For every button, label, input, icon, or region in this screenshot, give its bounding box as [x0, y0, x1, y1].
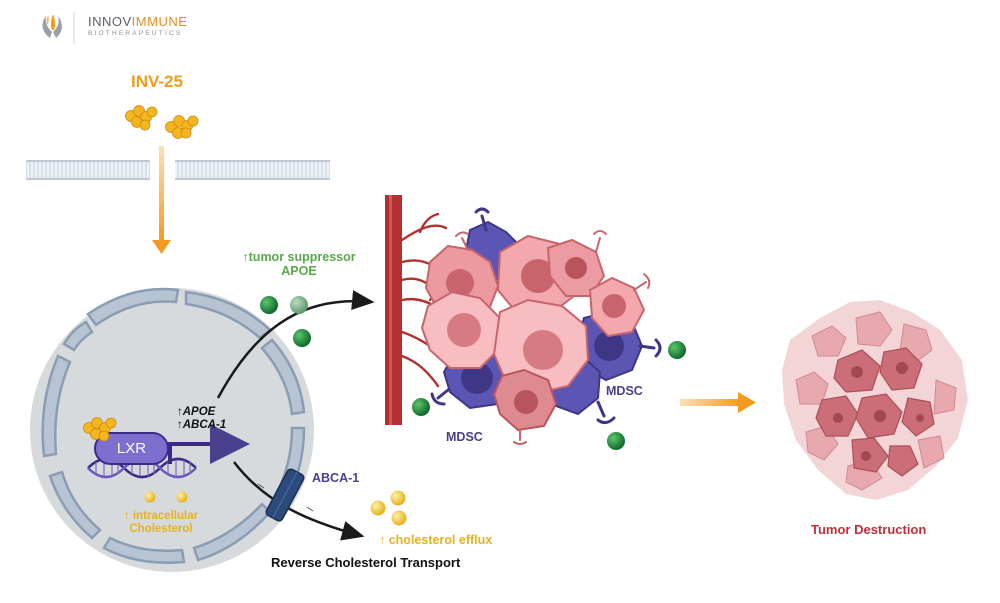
abca1-transporter: [257, 468, 314, 522]
apoe-sphere: [412, 398, 430, 416]
mdsc-label-right: MDSC: [606, 384, 643, 398]
drug-entry-arrow: [152, 146, 171, 254]
cholesterol-dot: [370, 500, 386, 516]
apoe-sphere: [260, 296, 278, 314]
flame-hands-icon: [42, 14, 62, 38]
gene-label-abca1: ↑ABCA-1: [177, 419, 227, 432]
destroyed-tumor: [782, 300, 968, 500]
apoe-sphere: [290, 296, 308, 314]
drug-cluster-2: [165, 115, 199, 139]
abca1-transporter-label: ABCA-1: [312, 471, 360, 485]
destruction-arrow: [680, 392, 756, 413]
cholesterol-dot: [176, 491, 188, 503]
tumor-suppressor-line2: APOE: [281, 264, 317, 279]
drug-label: INV-25: [131, 72, 183, 91]
logo-name-part1: INNOV: [88, 14, 132, 29]
company-logo-name: INNOVIMMUNE: [88, 14, 187, 29]
tumor-mass: [420, 207, 662, 445]
cholesterol-efflux-arrow: [233, 461, 365, 541]
apoe-secretion-arrow: [216, 290, 375, 399]
lxr-label: LXR: [116, 440, 147, 457]
mdsc-label-left: MDSC: [446, 430, 483, 444]
tumor-suppressor-line1: ↑tumor suppressor: [242, 250, 356, 264]
tumor-suppressor-label: ↑tumor suppressor APOE: [226, 250, 372, 279]
gene-label-apoe: ↑APOE: [177, 406, 216, 418]
reverse-transport-label: Reverse Cholesterol Transport: [271, 555, 461, 570]
cholesterol-efflux-label: ↑ cholesterol efflux: [379, 533, 493, 547]
gene-labels: ↑APOE ↑ABCA-1: [177, 406, 226, 432]
cholesterol-dot: [390, 490, 406, 506]
intracellular-cholesterol-label: ↑ intracellular Cholesterol: [106, 510, 216, 536]
cholesterol-dot: [144, 491, 156, 503]
blood-vessel: [385, 195, 454, 425]
apoe-sphere: [607, 432, 625, 450]
cholesterol-dot: [391, 510, 407, 526]
intracellular-line1: ↑ intracellular: [123, 510, 199, 522]
cell-membrane-bilayer: [26, 160, 330, 180]
apoe-sphere: [668, 341, 686, 359]
apoe-sphere: [293, 329, 311, 347]
company-logo-subtitle: BIOTHERAPEUTICS: [88, 30, 183, 37]
tumor-destruction-label: Tumor Destruction: [811, 522, 927, 537]
transcription-arrow: [168, 424, 250, 464]
drug-cluster-1: [125, 105, 158, 131]
lxr-bound-drug-cluster: [83, 417, 117, 442]
intracellular-line2: Cholesterol: [129, 523, 193, 536]
logo-name-part2: IMMUNE: [131, 14, 188, 29]
